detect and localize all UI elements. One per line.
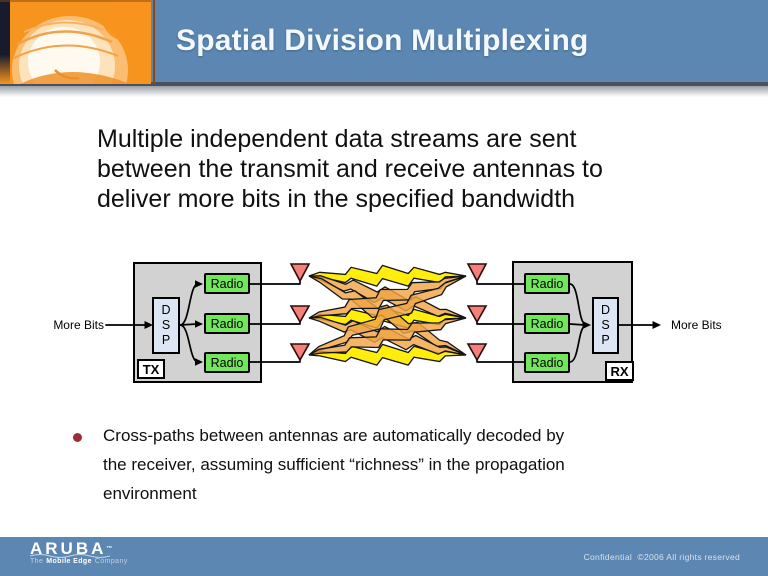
intro-line: Multiple independent data streams are se…	[97, 125, 577, 153]
more-bits-right-label: More Bits	[671, 318, 722, 332]
radio-label: Radio	[210, 316, 244, 331]
antennas	[289, 263, 488, 362]
tx-radio-1: Radio	[204, 273, 250, 294]
tx-antenna-icon	[289, 343, 311, 362]
intro-line: deliver more bits in the specified bandw…	[97, 185, 576, 213]
rx-antenna-icon	[466, 263, 488, 283]
dsp-letter: P	[601, 333, 610, 347]
radio-label: Radio	[210, 276, 244, 291]
dsp-letter: S	[601, 318, 610, 332]
rx-radio-3: Radio	[524, 352, 570, 373]
tx-dsp-box: D S P	[152, 297, 180, 354]
diagram-canvas	[105, 263, 661, 366]
tx-antenna-icon	[289, 263, 311, 283]
tx-radio-3: Radio	[204, 352, 250, 373]
radio-label: Radio	[530, 276, 564, 291]
dsp-letter: D	[600, 303, 611, 317]
brand-text: ARUBA	[30, 539, 107, 558]
radio-label: Radio	[530, 316, 564, 331]
aruba-wordmark: ARUBA™	[30, 539, 128, 558]
page-title: Spatial Division Multiplexing	[176, 24, 589, 57]
intro-line: between the transmit and receive antenna…	[97, 155, 603, 183]
intro-paragraph: Multiple independent data streams are se…	[97, 124, 603, 214]
dsp-letter: D	[161, 303, 171, 317]
bullet-line: environment	[103, 484, 197, 503]
more-bits-left-label: More Bits	[53, 318, 104, 332]
tx-radio-2: Radio	[204, 313, 250, 334]
dsp-letter: P	[161, 333, 171, 347]
tx-label: TX	[137, 359, 165, 379]
aruba-head-logo	[0, 0, 155, 84]
rx-antenna-icon	[466, 305, 488, 324]
trademark-symbol: ™	[106, 546, 113, 552]
bullet-icon	[73, 433, 82, 442]
radio-label: Radio	[530, 355, 564, 370]
dsp-letter: S	[161, 318, 171, 332]
confidential-notice: Confidential ©2006 All rights reserved	[583, 552, 740, 562]
rx-dsp-box: D S P	[592, 297, 619, 354]
header-shadow	[0, 86, 768, 97]
signal-paths	[308, 264, 467, 366]
cross-signal-bolt	[308, 275, 467, 356]
header-divider	[0, 82, 768, 86]
face-image	[0, 0, 151, 84]
bullet-line: Cross-paths between antennas are automat…	[103, 426, 565, 445]
cross-signal-bolt	[308, 317, 467, 356]
tx-antenna-icon	[289, 305, 311, 324]
arrowheads	[144, 280, 661, 366]
rx-label: RX	[605, 361, 634, 381]
footer-bar	[0, 537, 768, 576]
bullet-paragraph: Cross-paths between antennas are automat…	[103, 421, 565, 508]
bullet-line: the receiver, assuming sufficient “richn…	[103, 455, 565, 474]
radio-label: Radio	[210, 355, 244, 370]
rx-antenna-icon	[466, 343, 488, 362]
rx-radio-1: Radio	[524, 273, 570, 294]
rx-radio-2: Radio	[524, 313, 570, 334]
